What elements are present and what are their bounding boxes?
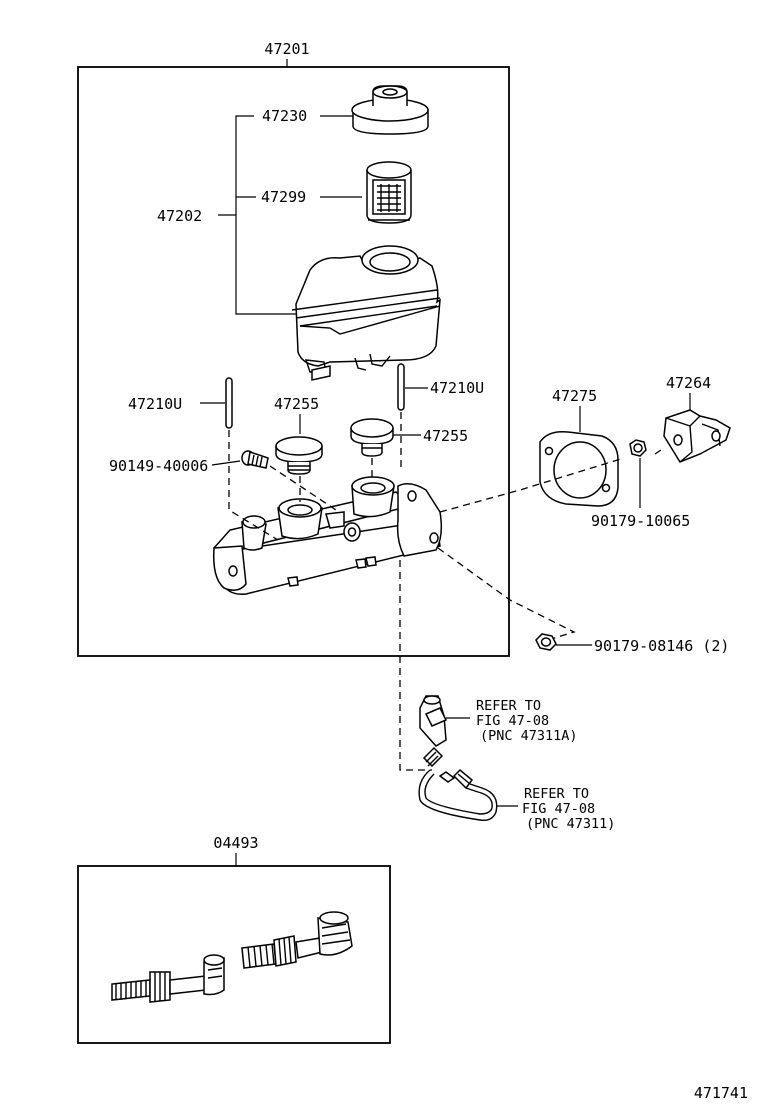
piston-secondary [111, 954, 225, 1003]
roll-pin-right [397, 363, 405, 411]
union-fitting [419, 695, 448, 747]
label-47264[interactable]: 47264 [666, 374, 711, 392]
refer-to-note-b: REFER TO FIG 47-08 (PNC 47311) [522, 786, 615, 832]
label-90149-40006[interactable]: 90149-40006 [109, 457, 208, 475]
grommet-right [350, 418, 394, 457]
refer-a-line1: REFER TO [476, 698, 541, 714]
figure-number: 471741 [694, 1084, 748, 1102]
label-47299[interactable]: 47299 [261, 188, 306, 206]
reservoir-set-bracket [235, 115, 296, 315]
brake-line-alignment [399, 560, 432, 771]
label-47202[interactable]: 47202 [157, 207, 202, 225]
gasket [539, 430, 619, 507]
strainer [366, 161, 412, 224]
gasket-alignment [439, 457, 625, 513]
brake-tube [418, 746, 498, 822]
mounting-bracket [663, 409, 731, 463]
label-47210u-left[interactable]: 47210U [128, 395, 182, 413]
lower-nut-alignment [437, 547, 576, 641]
label-47255-right[interactable]: 47255 [423, 427, 468, 445]
refer-b-line3: (PNC 47311) [526, 816, 615, 832]
bracket-alignment [654, 447, 665, 455]
grommet-left [275, 436, 323, 475]
flange-nut-lower [535, 633, 557, 651]
label-47230[interactable]: 47230 [262, 107, 307, 125]
reservoir-tank [291, 245, 441, 381]
screw-leader [211, 460, 241, 466]
label-47210u-right[interactable]: 47210U [430, 379, 484, 397]
repair-kit-frame [77, 865, 391, 1044]
label-90179-08146[interactable]: 90179-08146 (2) [594, 637, 729, 655]
refer-b-line1: REFER TO [524, 786, 589, 802]
piston-primary [241, 911, 353, 969]
refer-to-note-a: REFER TO FIG 47-08 (PNC 47311A) [476, 698, 578, 744]
screw [241, 450, 269, 469]
label-47255-left[interactable]: 47255 [274, 395, 319, 413]
refer-a-line2[interactable]: FIG 47-08 [476, 713, 549, 729]
assembly-frame [77, 66, 510, 657]
flange-nut-upper [629, 439, 647, 457]
reservoir-cap [351, 85, 429, 135]
roll-pin-left [225, 377, 233, 429]
refer-a-line3: (PNC 47311A) [480, 728, 578, 744]
label-47275[interactable]: 47275 [552, 387, 597, 405]
label-47201[interactable]: 47201 [264, 40, 309, 58]
label-04493[interactable]: 04493 [213, 834, 258, 852]
label-90179-10065[interactable]: 90179-10065 [591, 512, 690, 530]
screw-alignment [269, 465, 337, 511]
refer-b-line2[interactable]: FIG 47-08 [522, 801, 595, 817]
master-cylinder-body [212, 476, 443, 595]
pin-left-alignment [228, 430, 279, 541]
